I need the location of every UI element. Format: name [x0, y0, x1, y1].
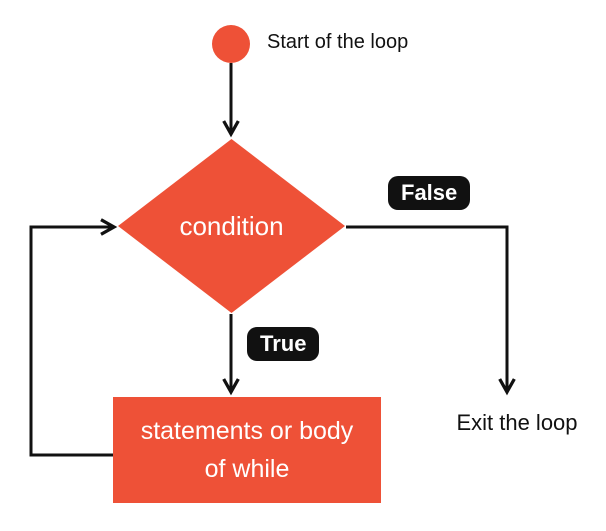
start-node-circle — [212, 25, 250, 63]
false-badge: False — [388, 176, 471, 210]
start-label: Start of the loop — [267, 31, 409, 53]
edge-condition-false-to-exit — [346, 225, 507, 392]
true-badge: True — [247, 327, 320, 361]
body-label: statements or body of while — [140, 417, 354, 483]
edge-body-loopback-to-condition — [29, 227, 114, 457]
condition-label: condition — [179, 210, 284, 241]
exit-label: Exit the loop — [456, 410, 578, 435]
body-rectangle: statements or body of while — [113, 397, 381, 503]
